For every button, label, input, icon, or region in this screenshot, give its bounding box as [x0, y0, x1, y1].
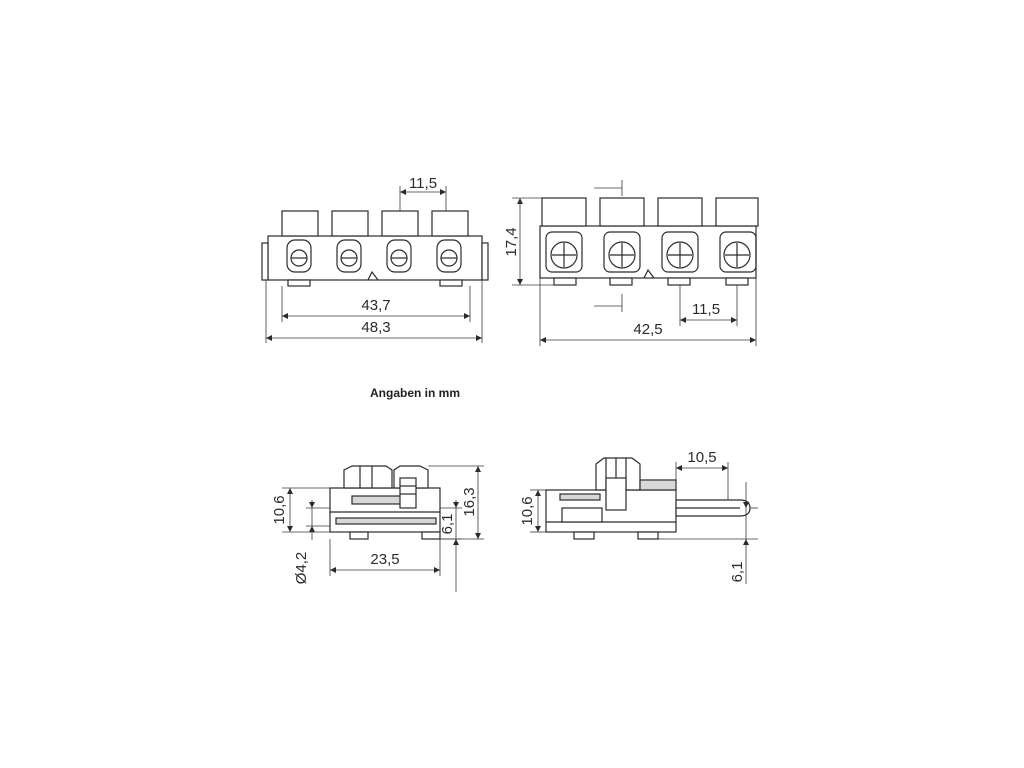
foot [609, 277, 633, 286]
end-flange-right [481, 242, 489, 281]
dimension-outer-width [265, 280, 483, 343]
dimension-pin-length [675, 462, 729, 500]
foot [637, 531, 659, 540]
side-view-left: 10,6 Ø4,2 23,5 6,1 [271, 465, 484, 592]
cap-side [343, 465, 393, 489]
dimension-pin-offset [658, 482, 758, 584]
dim-depth-label: 23,5 [370, 551, 399, 568]
dimension-pitch [399, 186, 447, 211]
screw-side [399, 477, 417, 509]
foot [553, 277, 577, 286]
dimension-inner-width [281, 286, 471, 322]
dim-pitch-label: 11,5 [409, 175, 437, 192]
dimension-total-height [428, 465, 484, 540]
screw-cap [599, 197, 645, 227]
side-view-right: 10,6 10,5 6,1 [519, 449, 758, 584]
foot [287, 279, 311, 287]
dimension-pitch [679, 285, 738, 326]
dimension-width [539, 278, 757, 346]
base-plate [335, 517, 437, 525]
foot [667, 277, 691, 286]
dim-pitch-label: 11,5 [692, 301, 720, 318]
front-view-left: 11,5 43,7 48,3 [261, 175, 489, 343]
screw-cap [381, 210, 419, 237]
foot [573, 531, 595, 540]
dim-pin-height-label: 6,1 [439, 514, 456, 535]
screw-side [605, 477, 627, 511]
foot [439, 279, 463, 287]
dim-width-label: 42,5 [633, 321, 662, 338]
dim-height-label: 17,4 [503, 227, 520, 256]
screw-cap [541, 197, 587, 227]
terminal-body-side [329, 487, 441, 533]
dim-pin-offset-label: 6,1 [729, 562, 746, 583]
screw-cap [715, 197, 759, 227]
screw-cap [657, 197, 703, 227]
cable-entry [561, 507, 603, 523]
clamp-plate [639, 479, 677, 491]
dim-outer-width-label: 48,3 [361, 319, 390, 336]
center-notch [367, 270, 379, 281]
dimension-hole-diameter [306, 500, 330, 540]
dimension-height [512, 197, 554, 286]
dim-body-height-label: 10,6 [519, 496, 536, 525]
foot [725, 277, 749, 286]
dim-inner-width-label: 43,7 [361, 297, 390, 314]
dim-hole-diameter-label: Ø4,2 [293, 552, 310, 585]
dim-body-height-label: 10,6 [271, 495, 288, 524]
units-note: Angaben in mm [370, 386, 461, 400]
screw-cap [281, 210, 319, 237]
cross-screws [545, 231, 757, 273]
dimension-body-height [282, 487, 330, 533]
screw-slots [286, 239, 462, 273]
screw-cap [431, 210, 469, 237]
front-view-right: 17,4 11,5 42,5 [503, 180, 759, 346]
foot [421, 531, 441, 540]
dim-pin-length-label: 10,5 [687, 449, 716, 466]
dimension-body-height [530, 489, 546, 533]
end-flange-left [261, 242, 269, 281]
dimension-depth [329, 539, 441, 576]
screw-cap [331, 210, 369, 237]
dim-total-height-label: 16,3 [461, 487, 478, 516]
foot [349, 531, 369, 540]
center-notch [643, 268, 655, 279]
clamp-plate [559, 493, 601, 501]
